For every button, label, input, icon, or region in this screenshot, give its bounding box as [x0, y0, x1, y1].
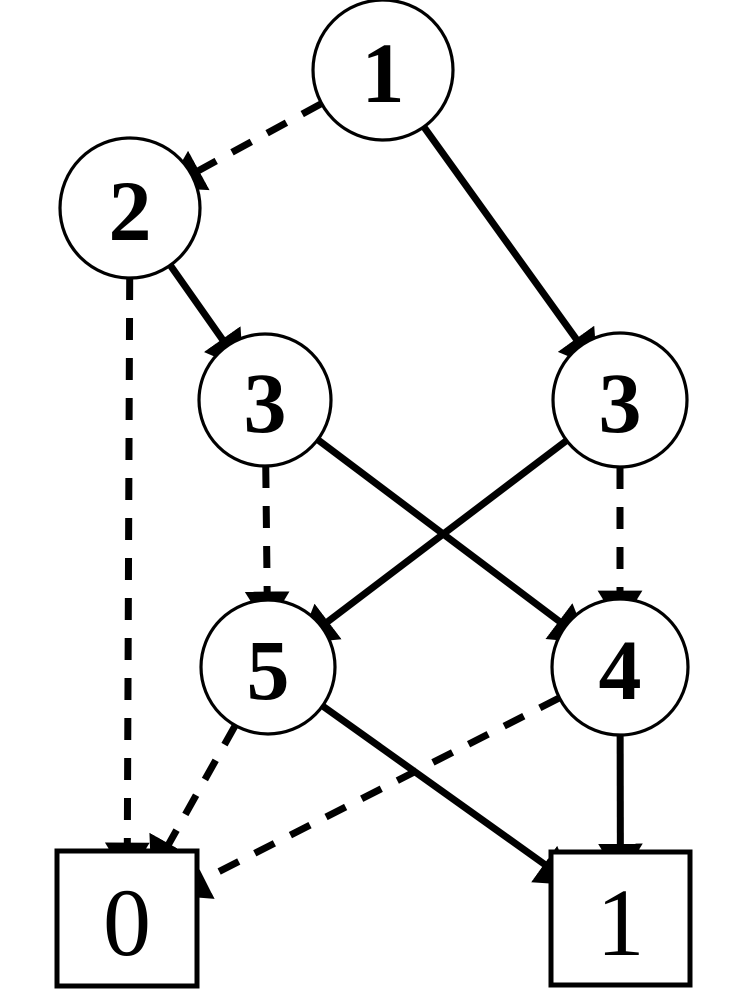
node-label: 4	[599, 622, 642, 718]
tree-node-5-n5[interactable]: 5	[199, 598, 337, 736]
node-circle	[551, 331, 689, 469]
edge-n5-to-l0	[149, 723, 239, 876]
node-label: 1	[362, 25, 405, 121]
node-circle	[58, 136, 202, 280]
edge-n1-to-n3r	[420, 124, 598, 369]
tree-leaf-0-l0[interactable]: 0	[54, 848, 200, 989]
edges-layer	[104, 100, 643, 899]
node-label: 3	[244, 355, 287, 451]
tree-node-4-n4[interactable]: 4	[550, 597, 690, 737]
tree-node-3-n3r[interactable]: 3	[551, 331, 689, 469]
edge-n3r-to-n5	[299, 437, 569, 644]
edge-n1-to-n2	[166, 100, 324, 191]
edge-n3l-to-n5	[244, 465, 290, 629]
node-circle	[199, 598, 337, 736]
leaf-square	[548, 849, 693, 988]
tree-leaf-1-l1[interactable]: 1	[548, 849, 693, 988]
edge-n5-to-l1	[320, 703, 574, 886]
edge-n2-to-n3l	[167, 263, 244, 369]
edge-n2-to-l0	[104, 277, 150, 879]
node-circle	[311, 0, 455, 142]
node-circle	[550, 597, 690, 737]
tree-node-2-n2[interactable]: 2	[58, 136, 202, 280]
leaf-label: 1	[597, 869, 645, 976]
leaf-square	[54, 848, 200, 989]
node-label: 2	[109, 163, 152, 259]
tree-node-3-n3l[interactable]: 3	[197, 332, 333, 468]
node-label: 5	[247, 622, 290, 718]
node-circle	[197, 332, 333, 468]
edge-n4-to-l0	[172, 694, 562, 899]
tree-node-1-n1[interactable]: 1	[311, 0, 455, 142]
leaf-label: 0	[103, 869, 151, 976]
node-label: 3	[599, 355, 642, 451]
